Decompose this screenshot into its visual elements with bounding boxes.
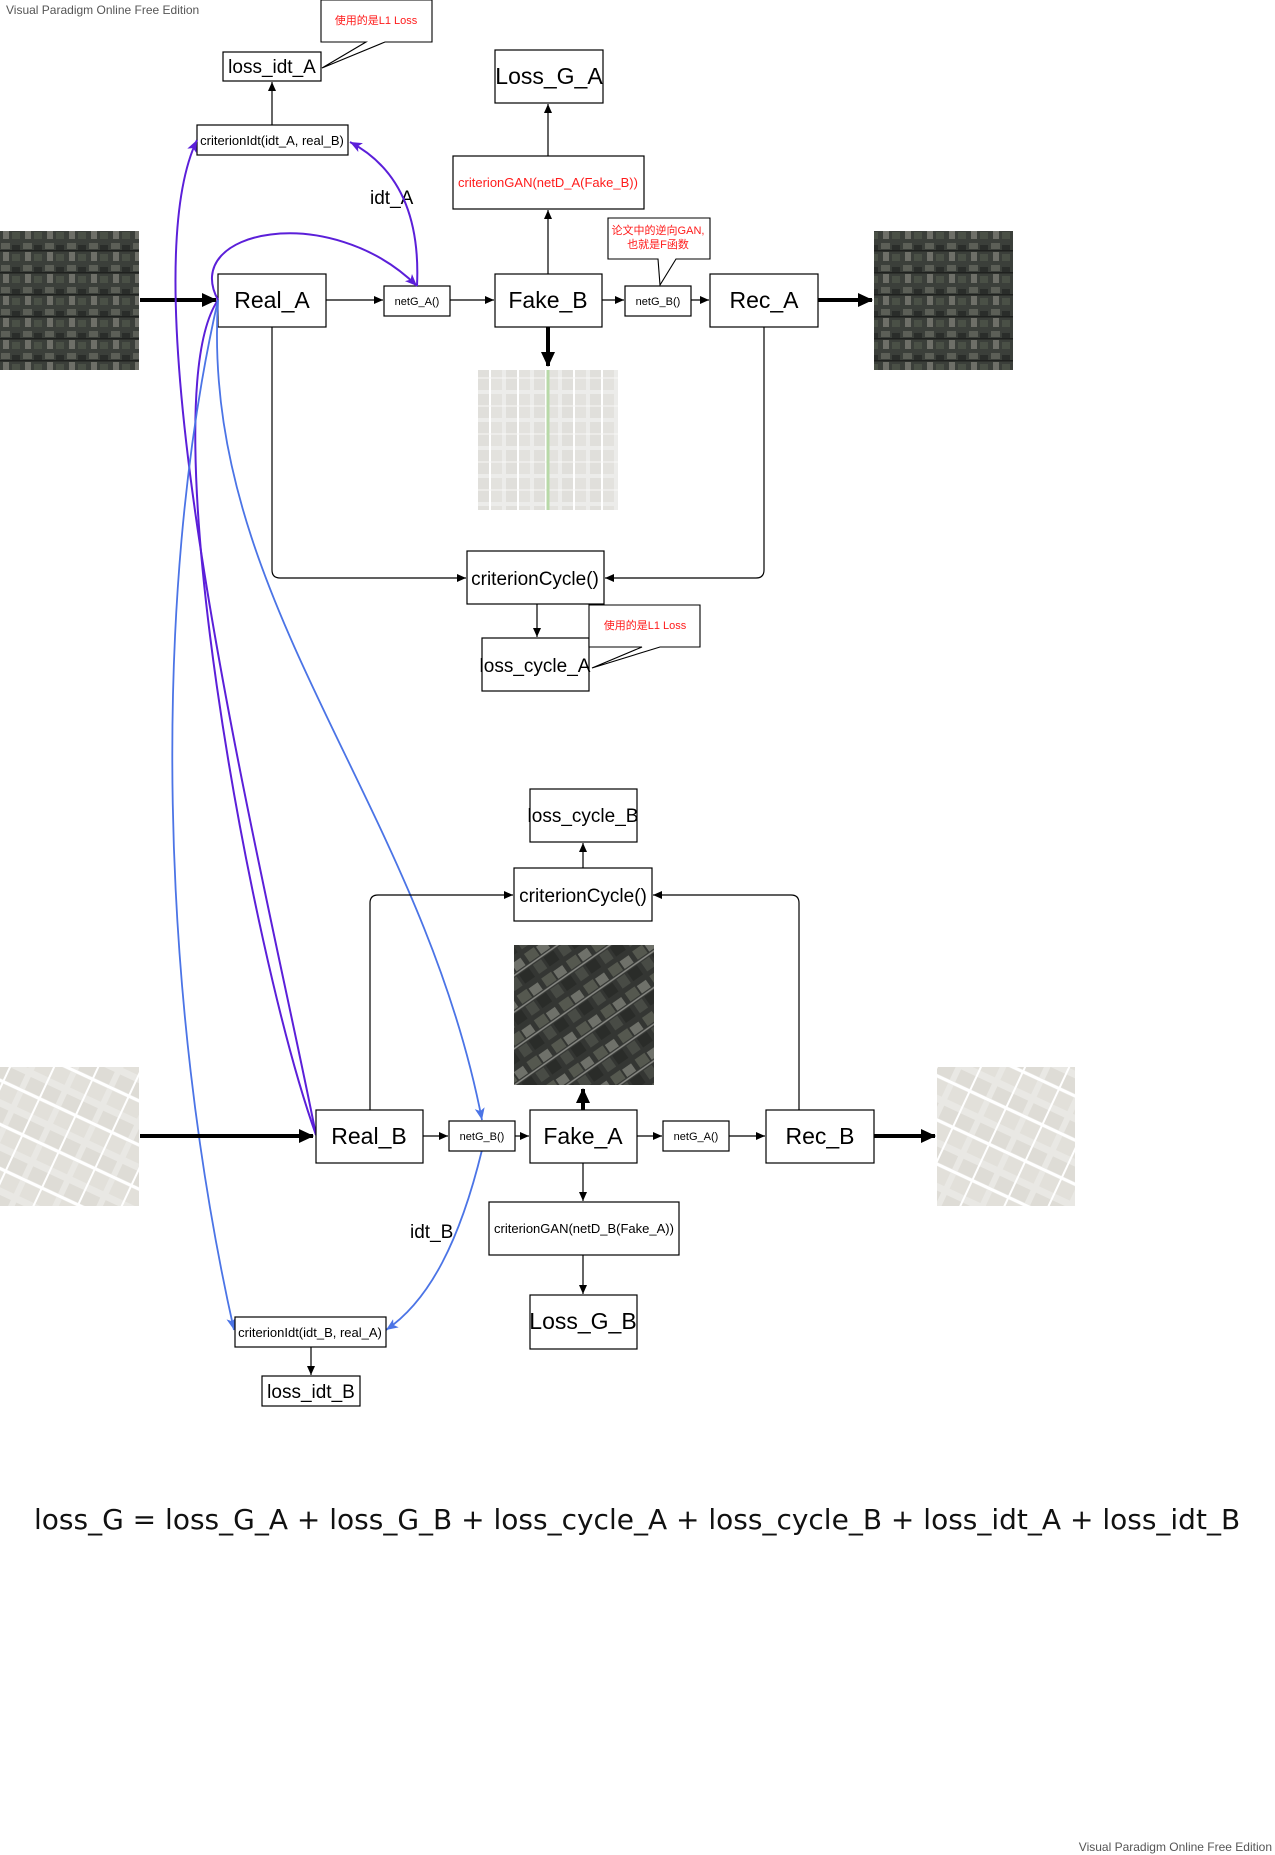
loss-idt-b-label: loss_idt_B <box>267 1382 355 1403</box>
netg-a-label-bottom: netG_A() <box>674 1131 719 1143</box>
fake-a-box <box>529 1109 638 1164</box>
criterion-idt-a-box <box>196 124 349 156</box>
note-l1-loss-cycle-a: 使用的是L1 Loss <box>588 604 701 669</box>
watermark-bottom: Visual Paradigm Online Free Edition <box>1079 1840 1272 1854</box>
criterion-cycle-a-label: criterionCycle() <box>471 569 599 590</box>
note-inverse-gan-line2: 也就是F函数 <box>627 237 689 251</box>
image-real-a-satellite <box>0 231 139 370</box>
note-l1-loss-text: 使用的是L1 Loss <box>335 13 418 27</box>
fake-b-box <box>494 273 603 328</box>
arrow-real-b-to-real-a-curve <box>194 299 317 1136</box>
idt-a-edge-label: idt_A <box>370 188 414 209</box>
rec-b-box <box>765 1109 875 1164</box>
image-rec-b-map <box>937 1067 1075 1206</box>
real-b-label: Real_B <box>331 1123 406 1149</box>
arrow-rec-a-to-cycle <box>605 327 765 582</box>
loss-g-b-label: Loss_G_B <box>529 1308 636 1334</box>
rec-a-label: Rec_A <box>729 287 799 313</box>
criterion-idt-b-label: criterionIdt(idt_B, real_A) <box>238 1325 382 1340</box>
loss-cycle-b-box <box>529 788 638 843</box>
note-inverse-gan: 论文中的逆向GAN, 也就是F函数 <box>607 217 711 287</box>
arrow-real-a-to-cycle <box>271 327 466 582</box>
image-real-b-map <box>0 1067 139 1206</box>
arrow-rec-b-to-cycle <box>653 891 800 1110</box>
loss-idt-a-box <box>222 51 322 82</box>
idt-b-edge-label: idt_B <box>410 1222 453 1243</box>
netg-b-box-bottom <box>448 1120 516 1152</box>
netg-b-label-top: netG_B() <box>636 296 681 308</box>
criterion-idt-a-label: criterionIdt(idt_A, real_B) <box>200 133 344 148</box>
note-l1-loss-idt-a: 使用的是L1 Loss <box>320 0 433 69</box>
netg-a-box-bottom <box>662 1120 730 1152</box>
arrow-real-a-to-netg-b <box>216 299 485 1121</box>
criterion-cycle-a-box <box>466 550 605 605</box>
criterion-gan-a-box <box>452 155 645 210</box>
arrow-idt-b <box>385 1149 483 1331</box>
loss-cycle-b-label: loss_cycle_B <box>528 806 639 827</box>
loss-idt-b-box <box>261 1375 361 1407</box>
image-rec-a-satellite <box>874 231 1013 370</box>
netg-a-box-top <box>383 285 451 317</box>
arrow-real-b-to-cycle <box>369 891 513 1110</box>
loss-cycle-a-box <box>481 637 590 692</box>
arrow-idt-a <box>349 141 419 287</box>
criterion-gan-b-box <box>488 1201 680 1256</box>
loss-g-a-label: Loss_G_A <box>495 63 603 89</box>
arrow-real-b-to-criterion-idt-a <box>174 139 317 1136</box>
criterion-cycle-b-box <box>513 867 653 922</box>
total-loss-formula: loss_G = loss_G_A + loss_G_B + loss_cycl… <box>34 1503 1240 1536</box>
arrow-real-b-path-to-netg-a <box>210 232 418 301</box>
real-a-label: Real_A <box>234 287 310 313</box>
fake-b-label: Fake_B <box>508 287 587 313</box>
note-inverse-gan-line1: 论文中的逆向GAN, <box>612 223 705 237</box>
arrow-real-a-to-criterion-idt-b <box>171 299 237 1331</box>
netg-b-label-bottom: netG_B() <box>460 1131 505 1143</box>
fake-a-label: Fake_A <box>543 1123 623 1149</box>
criterion-idt-b-box <box>234 1316 387 1348</box>
watermark-top: Visual Paradigm Online Free Edition <box>6 3 199 17</box>
criterion-gan-a-label: criterionGAN(netD_A(Fake_B)) <box>458 175 638 190</box>
loss-cycle-a-label: loss_cycle_A <box>480 656 591 677</box>
loss-g-b-box <box>529 1294 638 1350</box>
image-fake-b-map <box>478 370 618 510</box>
loss-idt-a-label: loss_idt_A <box>228 57 316 78</box>
netg-a-label-top: netG_A() <box>395 296 440 308</box>
note-l1-loss-2-text: 使用的是L1 Loss <box>604 618 687 632</box>
rec-b-label: Rec_B <box>785 1123 854 1149</box>
loss-g-a-box <box>494 49 604 104</box>
image-fake-a-satellite <box>514 945 654 1085</box>
criterion-cycle-b-label: criterionCycle() <box>519 886 647 907</box>
netg-b-box-top <box>624 285 692 317</box>
real-b-box <box>315 1109 424 1164</box>
rec-a-box <box>709 273 819 328</box>
criterion-gan-b-label: criterionGAN(netD_B(Fake_A)) <box>494 1221 674 1236</box>
